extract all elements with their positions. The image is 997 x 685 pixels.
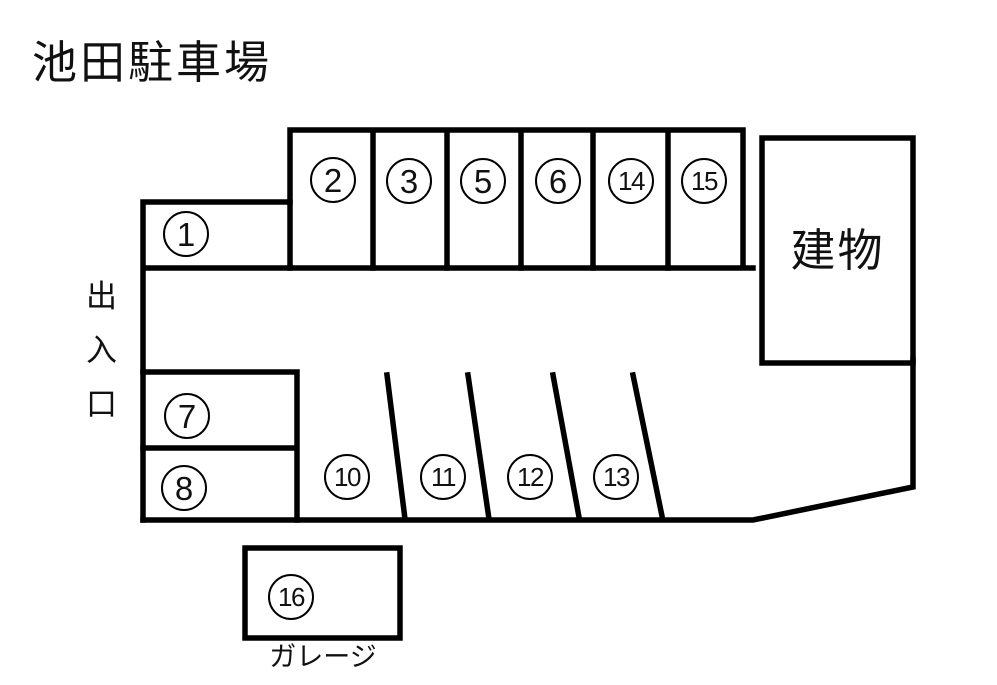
stall-label-14: 14 (608, 158, 654, 204)
stall-label-11: 11 (420, 454, 466, 500)
stall-label-5: 5 (460, 158, 506, 204)
stall-label-15: 15 (681, 158, 727, 204)
stall-label-3: 3 (386, 158, 432, 204)
stall-label-13: 13 (593, 454, 639, 500)
top-row-stalls-outline (287, 127, 746, 271)
entrance-exit-char-3: 口 (86, 387, 117, 422)
stall-label-2: 2 (310, 157, 356, 203)
entrance-exit-char-2: 入 (86, 333, 117, 368)
stall-label-7: 7 (164, 393, 210, 439)
stall-label-16: 16 (268, 574, 314, 620)
garage-caption: ガレージ (269, 642, 377, 672)
stall-label-8: 8 (161, 465, 207, 511)
stall-label-10: 10 (324, 454, 370, 500)
angled-stall-dividers (383, 371, 666, 523)
entrance-exit-char-1: 出 (86, 279, 117, 314)
stall-label-12: 12 (507, 454, 553, 500)
building-outline (759, 135, 916, 366)
entrance-exit-label: 出 入 口 (86, 281, 117, 420)
garage-outline (242, 545, 403, 641)
stall-label-1: 1 (163, 211, 209, 257)
lot-bottom-boundary (140, 357, 916, 523)
stall-label-6: 6 (535, 158, 581, 204)
stalls-7-8-outline (140, 369, 300, 523)
building-label: 建物 (790, 225, 885, 276)
page-title: 池田駐車場 (32, 37, 273, 88)
lot-left-and-driveway-lines (140, 199, 756, 523)
